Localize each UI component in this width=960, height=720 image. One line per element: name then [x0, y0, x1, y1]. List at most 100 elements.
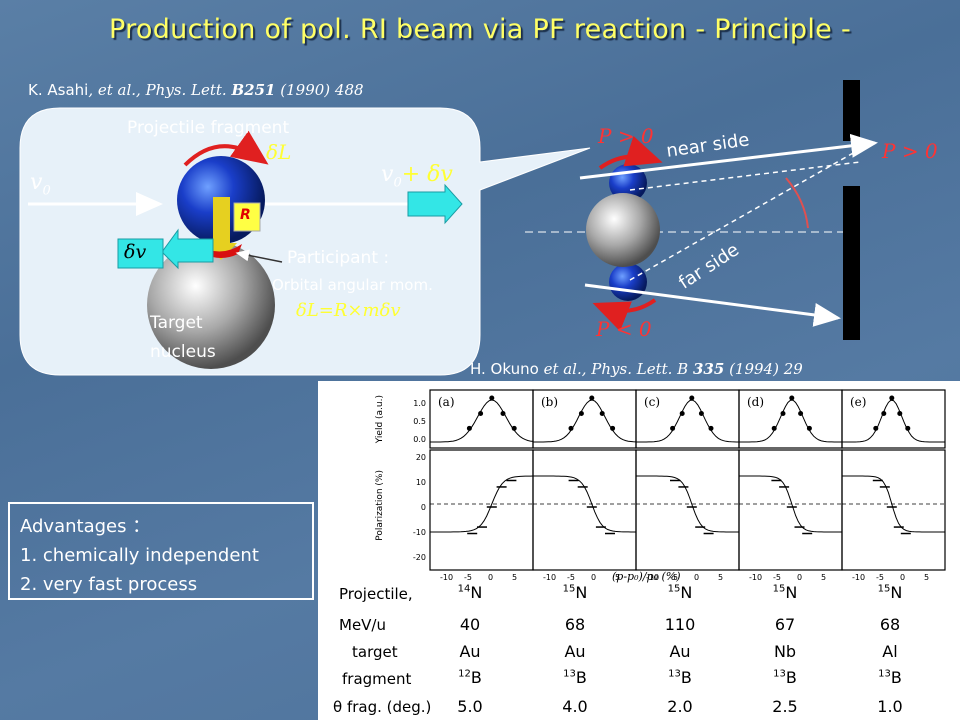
angle-arc	[785, 177, 809, 229]
table-cell-fragment: 13B	[845, 668, 935, 687]
table-cell-theta: 4.0	[562, 697, 588, 716]
element-symbol: N	[575, 583, 588, 602]
table-cell-fragment: 12B	[425, 668, 515, 687]
formula-label: δL=R×mδv	[296, 300, 401, 321]
yield-point	[610, 425, 616, 431]
p-negative: P < 0	[596, 317, 652, 341]
row-label-theta: θ frag. (deg.)	[333, 698, 432, 716]
element-symbol: B	[890, 668, 902, 687]
delta-l-label: δL	[266, 140, 292, 164]
delta-v-label: δv	[124, 241, 147, 263]
polarization-curve	[636, 475, 739, 533]
ref1-rest: (1990) 488	[280, 81, 364, 99]
ref1-author: K. Asahi	[28, 81, 89, 99]
yield-curve	[533, 399, 637, 443]
element-symbol: N	[890, 583, 903, 602]
mass-number: 13	[668, 668, 681, 680]
yield-point	[500, 411, 506, 417]
yield-point	[489, 395, 495, 401]
v0-subscript: 0	[42, 183, 51, 199]
yield-point	[806, 425, 812, 431]
yield-tick: 1.0	[413, 399, 426, 408]
table-cell-mev: 67	[774, 615, 796, 634]
x-tick: 5	[718, 573, 723, 582]
table-cell-projectile: 15N	[845, 583, 935, 602]
element-symbol: B	[575, 668, 587, 687]
x-tick: 5	[821, 573, 826, 582]
x-tick: 5	[924, 573, 929, 582]
row-label-fragment: fragment	[342, 670, 412, 688]
mass-number: 15	[877, 583, 891, 595]
v-out-arrow	[407, 183, 463, 225]
projectile-fragment-label: Projectile fragment	[127, 118, 290, 138]
element-symbol: B	[680, 668, 692, 687]
ref2-journal: et al., Phys. Lett. B	[543, 360, 689, 378]
table-cell-target: Au	[669, 642, 691, 661]
target-label: Target	[150, 313, 203, 333]
x-tick: -5	[876, 573, 884, 582]
table-cell-projectile: 14N	[425, 583, 515, 602]
v0-plus-subscript: 0	[393, 175, 402, 191]
yield-point	[771, 425, 777, 431]
yield-curve	[430, 399, 534, 443]
x-tick: 5	[512, 573, 517, 582]
yield-tick: 0.5	[413, 417, 426, 426]
v0-plus-symbol: v	[381, 162, 394, 187]
ref1-journal: , et al., Phys. Lett.	[88, 81, 227, 99]
nucleus-label: nucleus	[150, 342, 216, 362]
near-side-deflect	[629, 161, 861, 191]
table-cell-fragment: 13B	[530, 668, 620, 687]
yield-panel-frame	[841, 389, 946, 449]
near-side-path	[579, 133, 878, 180]
mass-number: 12	[458, 668, 471, 680]
element-symbol: N	[785, 583, 798, 602]
mass-number: 13	[878, 668, 891, 680]
yield-tick: 0.0	[413, 435, 426, 444]
r-label: R	[240, 207, 251, 223]
table-cell-projectile: 15N	[635, 583, 725, 602]
participant-label: Participant :	[287, 248, 390, 268]
advantages-box: Advantages ： 1. chemically independent 2…	[8, 502, 314, 600]
participant-pointer	[235, 249, 283, 263]
table-cell-target: Nb	[773, 642, 797, 661]
table-cell-theta: 1.0	[877, 697, 903, 716]
v0-plus-dv: + δv	[401, 162, 453, 187]
table-cell-projectile: 15N	[740, 583, 830, 602]
mass-number: 14	[457, 583, 471, 595]
target-sphere	[586, 193, 660, 267]
row-label-mev: MeV/u	[339, 616, 386, 634]
yield-point	[881, 411, 887, 417]
mass-number: 13	[773, 668, 786, 680]
table-cell-target: Au	[564, 642, 586, 661]
mass-number: 15	[772, 583, 786, 595]
slide-title: Production of pol. RI beam via PF reacti…	[108, 14, 852, 45]
polarization-panel-frame	[738, 449, 843, 571]
yield-point	[698, 411, 704, 417]
yield-point	[905, 425, 911, 431]
p-positive-right: P > 0	[882, 139, 938, 163]
ref2-rest: (1994) 29	[729, 360, 803, 378]
panel-label: (b)	[541, 395, 558, 409]
polarization-curve	[430, 475, 534, 533]
callout-bubble	[19, 107, 591, 376]
ref2-volume: 335	[692, 360, 725, 378]
polarization-panel-frame	[841, 449, 946, 571]
yield-point	[578, 411, 584, 417]
element-symbol: N	[680, 583, 693, 602]
yield-point	[511, 425, 517, 431]
table-cell-target: Al	[882, 642, 898, 661]
yield-point	[568, 425, 574, 431]
x-tick: -10	[749, 573, 762, 582]
data-panel	[318, 381, 960, 720]
yield-point	[889, 395, 895, 401]
x-tick: -10	[852, 573, 865, 582]
x-tick: -5	[773, 573, 781, 582]
polarization-curve	[739, 475, 842, 533]
x-tick: -10	[646, 573, 659, 582]
panel-label: (a)	[438, 395, 455, 409]
table-cell-fragment: 13B	[635, 668, 725, 687]
mass-number: 15	[562, 583, 576, 595]
polarization-tick: 0	[421, 503, 426, 512]
mass-number: 15	[667, 583, 681, 595]
table-cell-target: Au	[459, 642, 481, 661]
